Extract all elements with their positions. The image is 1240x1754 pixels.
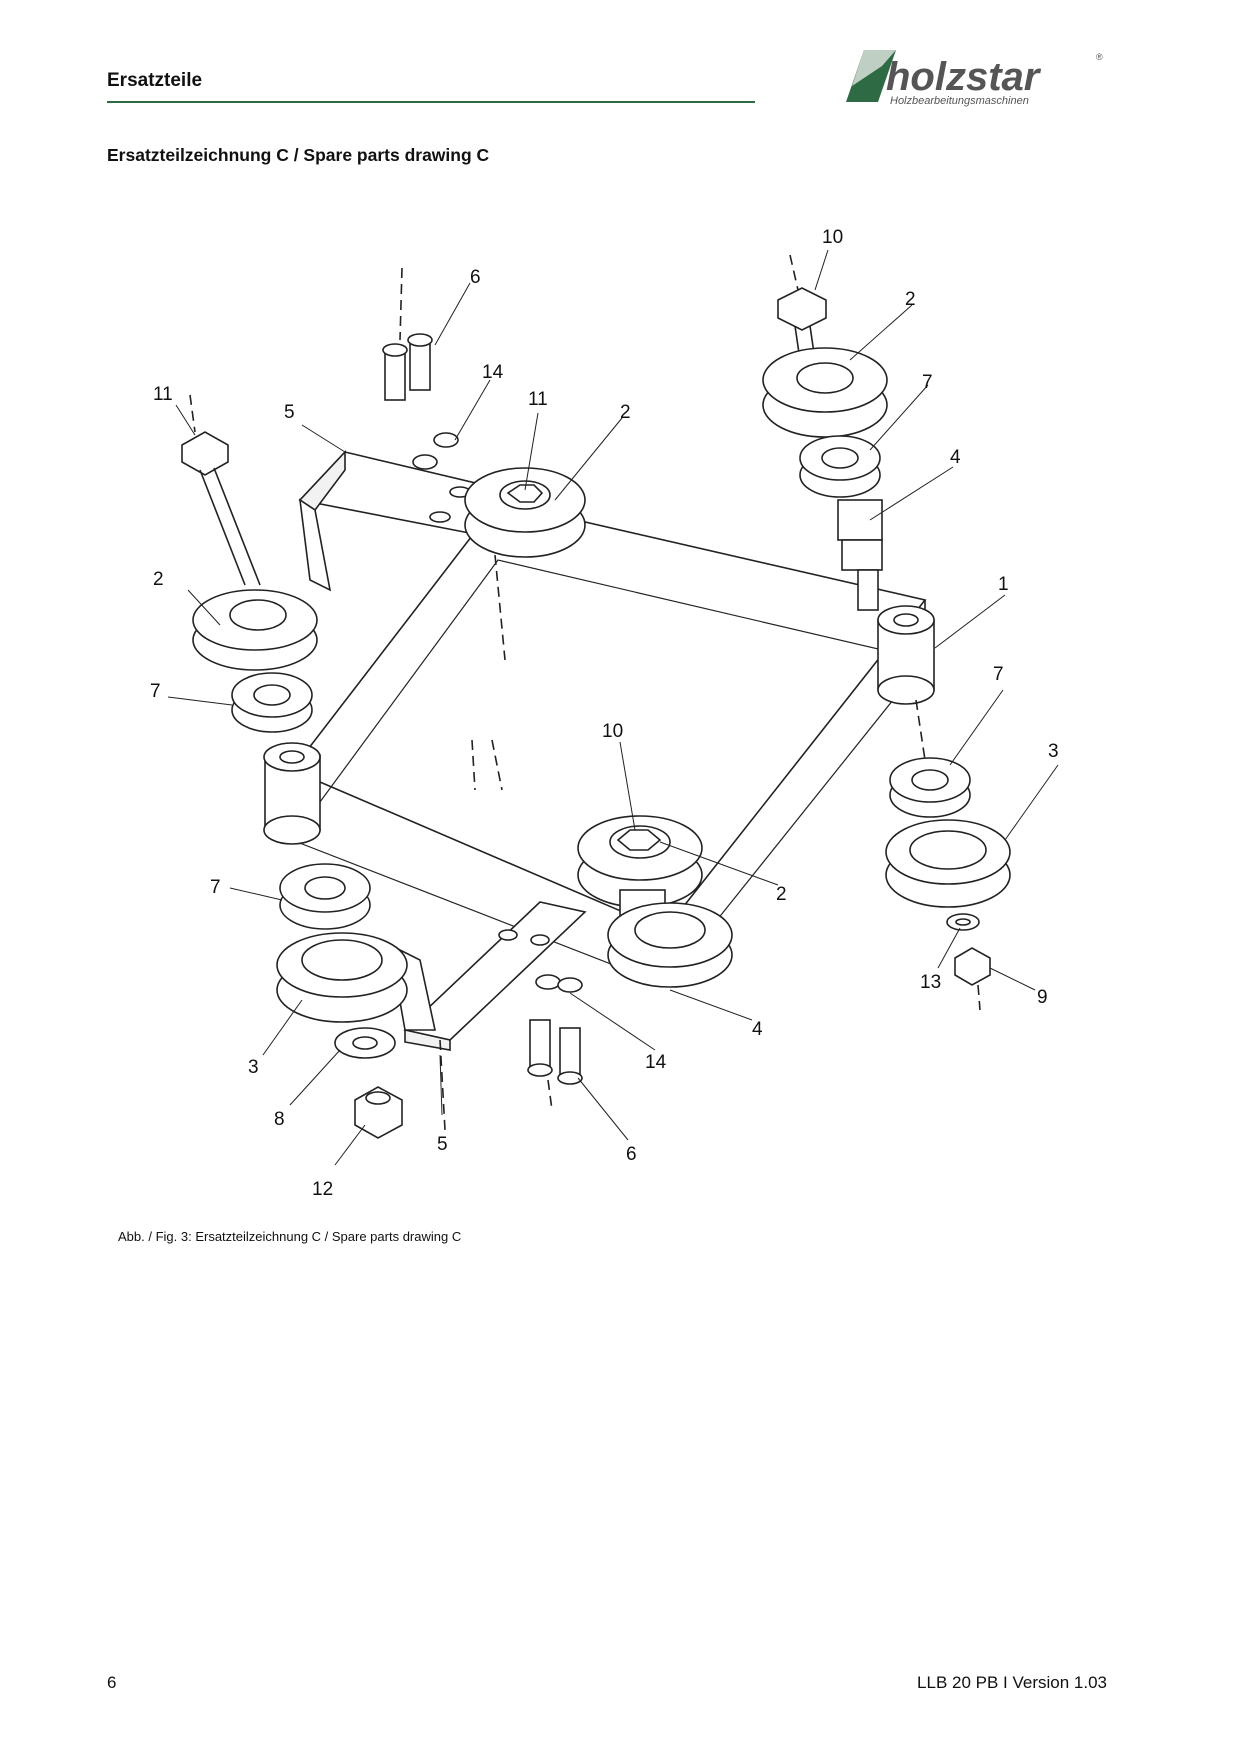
callout-7-bottom-left: 7 — [210, 877, 221, 898]
center-lines — [189, 254, 981, 1131]
logo-registered-mark: ® — [1096, 52, 1103, 62]
section-title: Ersatzteilzeichnung C / Spare parts draw… — [107, 145, 490, 165]
callout-13: 13 — [920, 972, 941, 993]
roller-2-top-right — [762, 347, 888, 438]
washer-8 — [334, 1027, 396, 1059]
header-divider — [107, 101, 755, 103]
bearing-7-bottom-left — [279, 863, 371, 930]
callout-7-left: 7 — [150, 681, 161, 702]
document-version: LLB 20 PB I Version 1.03 — [917, 1673, 1107, 1692]
callout-7-top-right: 7 — [922, 372, 933, 393]
callout-1: 1 — [998, 574, 1009, 595]
washers-14-top — [412, 432, 459, 470]
callout-2-top-center: 2 — [620, 402, 631, 423]
callout-3-right: 3 — [1048, 741, 1059, 762]
logo-wordmark: holzstar — [886, 55, 1042, 99]
callout-10-center: 10 — [602, 721, 623, 742]
logo-tagline: Holzbearbeitungsmaschinen — [890, 95, 1029, 107]
callout-5-top: 5 — [284, 402, 295, 423]
roller-2-bottom-center — [577, 815, 703, 931]
roller-3-right — [885, 819, 1011, 908]
callout-9: 9 — [1037, 987, 1048, 1008]
frame-body — [290, 501, 927, 986]
post-left — [263, 742, 321, 845]
bolt-10-top-right — [777, 287, 827, 361]
callout-11-left: 11 — [153, 384, 173, 405]
callout-6-bottom: 6 — [626, 1144, 637, 1165]
callout-8: 8 — [274, 1109, 285, 1130]
callout-14-bottom: 14 — [645, 1052, 667, 1073]
callout-2-left: 2 — [153, 569, 164, 590]
bearing-7-top-right — [799, 435, 881, 498]
callout-4-bottom: 4 — [752, 1019, 763, 1040]
callout-14-top: 14 — [482, 362, 504, 383]
holzstar-logo: holzstar Holzbearbeitungsmaschinen ® — [846, 50, 1103, 107]
roller-4-bottom — [607, 902, 733, 988]
bearing-7-right — [889, 757, 971, 818]
washers-14-bottom — [535, 974, 583, 993]
roller-2-left — [192, 589, 318, 671]
roller-2-top-center — [464, 467, 586, 558]
figure-caption: Abb. / Fig. 3: Ersatzteilzeichnung C / S… — [118, 1229, 462, 1244]
post-1-right — [877, 605, 935, 705]
screws-6-top — [382, 333, 433, 401]
callout-3-left: 3 — [248, 1057, 259, 1078]
callout-5-bottom: 5 — [437, 1134, 448, 1155]
callout-4-top-right: 4 — [950, 447, 961, 468]
page-header-title: Ersatzteile — [107, 70, 203, 91]
nut-9 — [954, 947, 991, 986]
roller-3-left — [276, 932, 408, 1023]
callout-11-center: 11 — [528, 389, 548, 410]
bolt-11-left — [181, 431, 261, 586]
callout-2-bottom: 2 — [776, 884, 787, 905]
callout-10-top: 10 — [822, 227, 843, 248]
callout-2-top-right: 2 — [905, 289, 916, 310]
nut-12 — [354, 1086, 403, 1139]
page-number: 6 — [107, 1673, 117, 1692]
callout-7-right: 7 — [993, 664, 1004, 685]
screws-6-bottom — [527, 1019, 583, 1085]
axle-4-top-right — [837, 499, 883, 611]
leader-lines — [167, 249, 1059, 1166]
washer-13 — [946, 913, 980, 931]
callout-6-top: 6 — [470, 267, 481, 288]
bracket-top — [298, 449, 506, 592]
callout-12: 12 — [312, 1179, 333, 1200]
bearing-7-left — [231, 672, 313, 733]
